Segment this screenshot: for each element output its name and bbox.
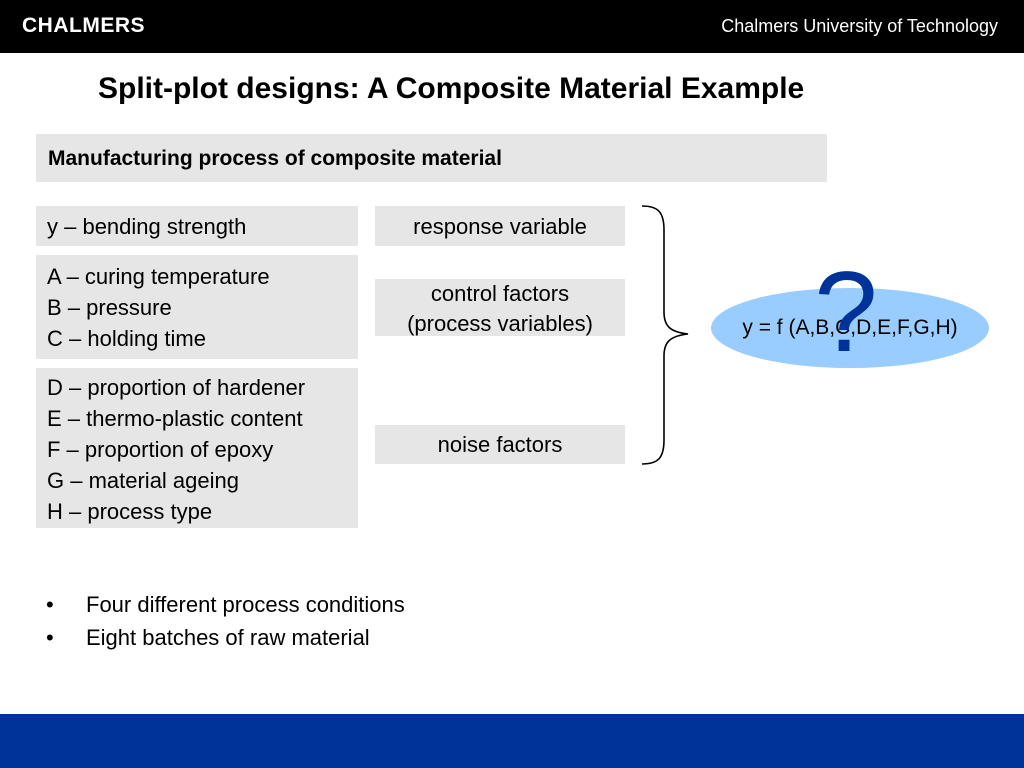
factor-line: G – material ageing: [47, 468, 239, 493]
category-line: response variable: [413, 214, 587, 239]
slide-title: Split-plot designs: A Composite Material…: [98, 72, 805, 105]
factor-line: E – thermo-plastic content: [47, 406, 303, 431]
chalmers-logo: CHALMERS: [22, 14, 145, 37]
factor-line: C – holding time: [47, 326, 206, 351]
control-factors-box: A – curing temperature B – pressure C – …: [36, 255, 358, 359]
bullet-icon: •: [46, 625, 54, 650]
bullet-item: • Four different process conditions: [44, 588, 405, 621]
factor-line: F – proportion of epoxy: [47, 437, 274, 462]
organization-name: Chalmers University of Technology: [721, 16, 998, 36]
bullet-list: • Four different process conditions • Ei…: [44, 588, 405, 654]
bullet-icon: •: [46, 592, 54, 617]
category-line: (process variables): [407, 311, 593, 336]
section-header: Manufacturing process of composite mater…: [36, 134, 827, 182]
factor-line: B – pressure: [47, 295, 172, 320]
model-equation: y = f (A,B,C,D,E,F,G,H): [742, 316, 958, 339]
response-variable-label: response variable: [375, 206, 625, 246]
factor-line: H – process type: [47, 499, 213, 524]
factor-line: D – proportion of hardener: [47, 375, 306, 400]
bullet-text: Eight batches of raw material: [86, 625, 370, 650]
noise-factors-label: noise factors: [375, 425, 625, 464]
bullet-item: • Eight batches of raw material: [44, 621, 405, 654]
equation-ellipse: [711, 288, 989, 368]
top-bar: CHALMERS Chalmers University of Technolo…: [0, 0, 1024, 53]
category-line: control factors: [430, 281, 570, 306]
control-factors-label: control factors (process variables): [375, 279, 625, 336]
response-variable-box: y – bending strength: [36, 206, 358, 246]
right-curly-brace-icon: [641, 205, 689, 465]
category-line: noise factors: [437, 432, 563, 457]
bullet-text: Four different process conditions: [86, 592, 405, 617]
factor-line: A – curing temperature: [47, 264, 270, 289]
question-mark: ?: [814, 249, 878, 376]
footer-bar: [0, 714, 1024, 768]
noise-factors-box: D – proportion of hardener E – thermo-pl…: [36, 368, 358, 528]
factor-line: y – bending strength: [47, 214, 247, 239]
